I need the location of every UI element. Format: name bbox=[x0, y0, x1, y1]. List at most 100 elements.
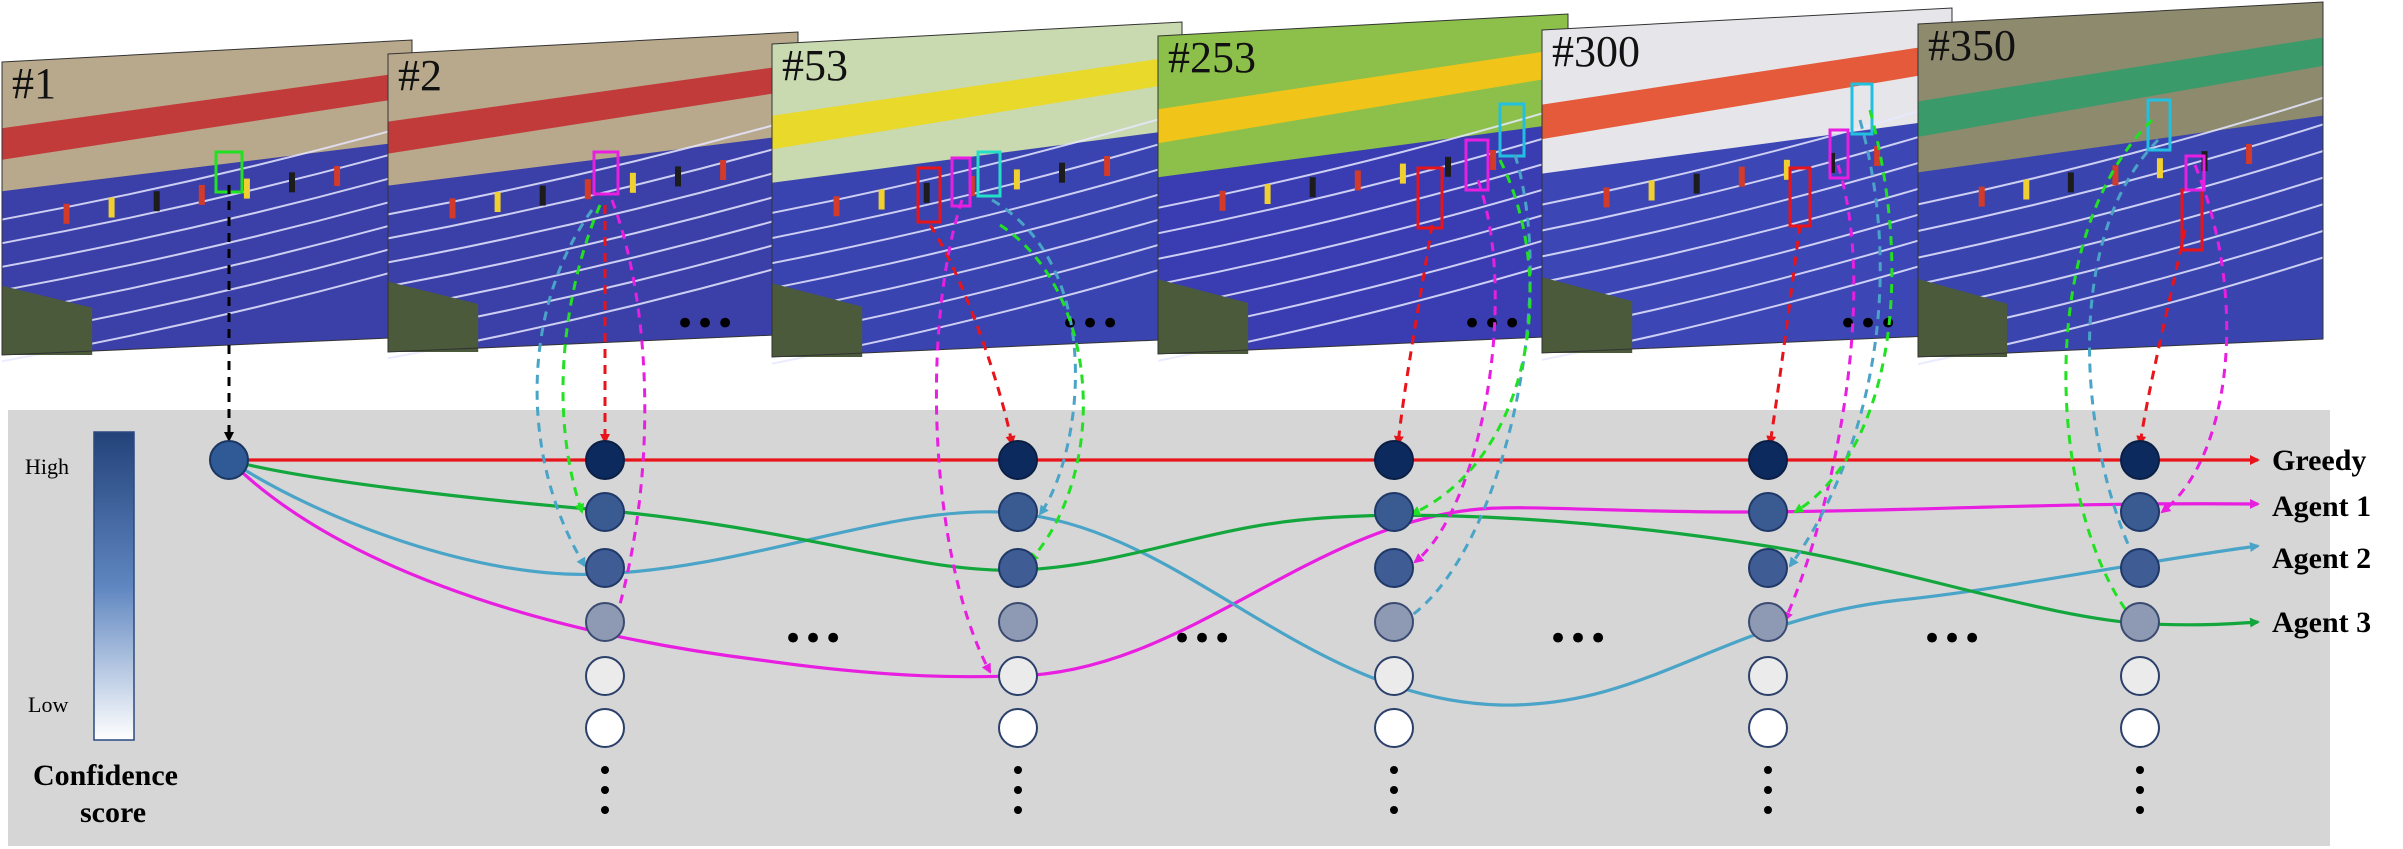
assoc-arrow bbox=[1793, 109, 1894, 514]
frame-ellipsis: ••• bbox=[675, 304, 735, 344]
assoc-arrow bbox=[535, 209, 594, 568]
detection-box bbox=[592, 150, 620, 196]
assoc-arrow bbox=[2064, 118, 2154, 624]
assoc-arrow bbox=[1783, 164, 1856, 622]
assoc-arrow bbox=[561, 204, 602, 514]
assoc-arrow bbox=[1766, 224, 1802, 446]
candidate-node bbox=[998, 602, 1038, 642]
candidate-node bbox=[1748, 548, 1788, 588]
vertical-ellipsis-dot bbox=[1390, 786, 1398, 794]
association-arrows bbox=[224, 109, 2229, 674]
vertical-ellipsis-dot bbox=[1014, 766, 1022, 774]
assoc-arrow bbox=[999, 223, 1085, 563]
frame-ellipsis: ••• bbox=[1060, 304, 1120, 344]
vertical-ellipsis-dot bbox=[1764, 806, 1772, 814]
detection-box bbox=[916, 166, 942, 224]
agent1-path bbox=[227, 458, 2260, 679]
candidate-node bbox=[585, 708, 625, 748]
assoc-arrow bbox=[2136, 229, 2187, 446]
assoc-arrow bbox=[2160, 164, 2229, 514]
assoc-arrow bbox=[610, 199, 647, 624]
legend-greedy: Greedy bbox=[2272, 444, 2366, 477]
candidate-node bbox=[2120, 492, 2160, 532]
panel-ellipses: ••• ••• ••• ••• bbox=[783, 619, 1982, 659]
scale-title-line1: Confidence bbox=[33, 759, 178, 792]
vertical-ellipsis-dot bbox=[1014, 806, 1022, 814]
panel-ellipsis: ••• bbox=[783, 619, 843, 659]
vertical-ellipsis-dot bbox=[1764, 786, 1772, 794]
candidate-node bbox=[1374, 548, 1414, 588]
candidate-node bbox=[1748, 602, 1788, 642]
assoc-arrow bbox=[1410, 159, 1532, 516]
vertical-ellipsis-dot bbox=[1390, 806, 1398, 814]
panel-ellipsis: ••• bbox=[1548, 619, 1608, 659]
candidate-node bbox=[2120, 708, 2160, 748]
detection-box bbox=[1464, 138, 1490, 192]
legend: Greedy Agent 1 Agent 2 Agent 3 bbox=[2272, 444, 2371, 639]
scale-title-line2: score bbox=[80, 796, 146, 829]
frame-label: #1 bbox=[12, 59, 56, 108]
vertical-ellipsis-dot bbox=[1764, 766, 1772, 774]
candidate-nodes bbox=[585, 440, 2160, 814]
candidate-node bbox=[585, 548, 625, 588]
scale-high-label: High bbox=[25, 454, 69, 479]
start-node bbox=[209, 440, 249, 480]
candidate-node bbox=[998, 708, 1038, 748]
frame-label: #53 bbox=[782, 41, 848, 90]
vertical-ellipsis-dot bbox=[2136, 786, 2144, 794]
frame-label: #350 bbox=[1928, 21, 2016, 70]
vertical-ellipsis-dot bbox=[601, 786, 609, 794]
candidate-node bbox=[2120, 440, 2160, 480]
vertical-ellipsis-dot bbox=[1014, 786, 1022, 794]
detection-box bbox=[1828, 128, 1850, 180]
candidate-node bbox=[585, 492, 625, 532]
legend-agent3: Agent 3 bbox=[2272, 606, 2371, 639]
assoc-arrow bbox=[1788, 119, 1882, 568]
vertical-ellipsis-dot bbox=[601, 806, 609, 814]
assoc-arrow bbox=[1393, 224, 1434, 446]
vertical-ellipsis-dot bbox=[601, 766, 609, 774]
candidate-node bbox=[998, 492, 1038, 532]
detection-box bbox=[1850, 82, 1874, 136]
confidence-scale: High Low Confidence score bbox=[25, 431, 178, 829]
assoc-arrow bbox=[2088, 138, 2160, 568]
candidate-node bbox=[1374, 440, 1414, 480]
candidate-node bbox=[998, 656, 1038, 696]
panel-ellipsis: ••• bbox=[1172, 619, 1232, 659]
candidate-node bbox=[1374, 708, 1414, 748]
candidate-node bbox=[1748, 492, 1788, 532]
video-frame: #350 bbox=[1917, 1, 2324, 366]
confidence-gradient-bar bbox=[93, 431, 135, 741]
candidate-node bbox=[998, 548, 1038, 588]
candidate-node bbox=[1374, 602, 1414, 642]
assoc-arrow bbox=[934, 199, 992, 674]
agent2-path bbox=[228, 458, 2260, 707]
vertical-ellipsis-dot bbox=[2136, 806, 2144, 814]
detection-box bbox=[1498, 102, 1526, 158]
video-frame: #300 bbox=[1541, 7, 1953, 361]
assoc-arrow bbox=[1413, 179, 1497, 564]
candidate-node bbox=[998, 440, 1038, 480]
graph-panel bbox=[8, 410, 2330, 846]
frame-label: #253 bbox=[1168, 33, 1256, 82]
frame-ellipsis: ••• bbox=[1462, 304, 1522, 344]
legend-agent2: Agent 2 bbox=[2272, 542, 2371, 575]
candidate-node bbox=[1748, 440, 1788, 480]
candidate-node bbox=[1748, 708, 1788, 748]
frame-label: #2 bbox=[398, 51, 442, 100]
detection-box bbox=[976, 150, 1002, 198]
candidate-node bbox=[1374, 656, 1414, 696]
detection-box bbox=[2184, 154, 2206, 192]
candidate-node bbox=[2120, 656, 2160, 696]
vertical-ellipsis-dot bbox=[2136, 766, 2144, 774]
video-frame: #1 bbox=[1, 39, 413, 363]
assoc-arrow bbox=[1403, 154, 1532, 622]
candidate-node bbox=[585, 656, 625, 696]
assoc-arrow bbox=[991, 198, 1077, 516]
assoc-arrow bbox=[928, 224, 1016, 446]
candidate-node bbox=[2120, 602, 2160, 642]
video-frame: #253 bbox=[1157, 13, 1569, 362]
candidate-node bbox=[585, 440, 625, 480]
candidate-node bbox=[585, 602, 625, 642]
